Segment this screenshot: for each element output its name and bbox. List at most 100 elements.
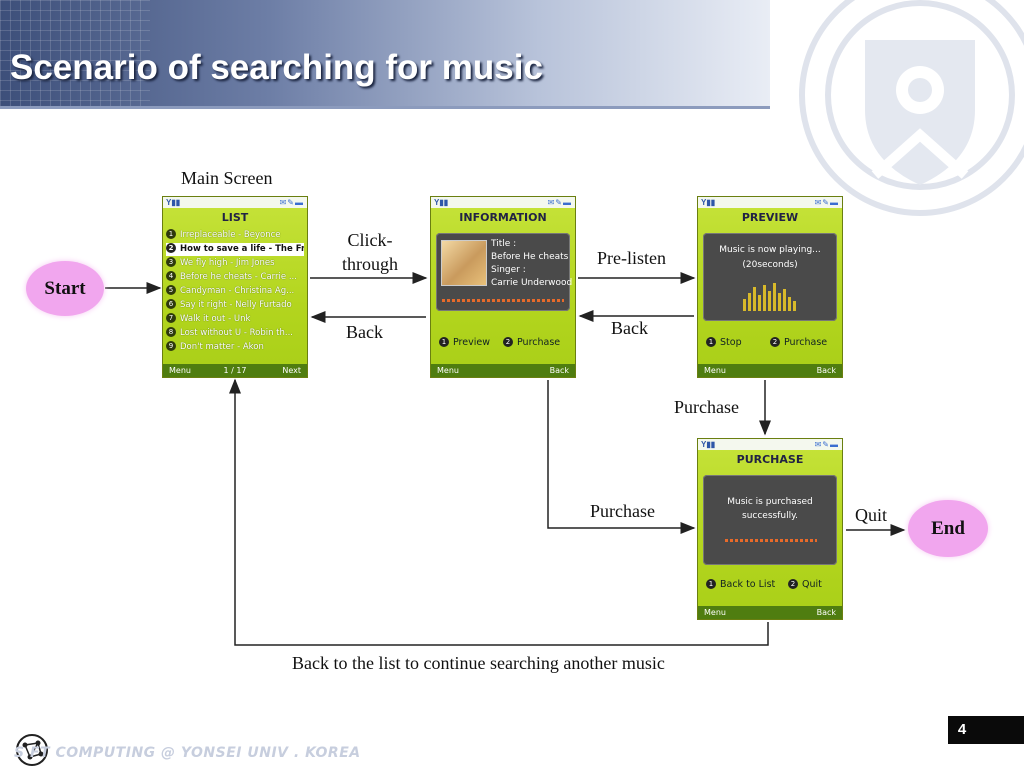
list-item[interactable]: 4 Before he cheats - Carrie ... <box>166 271 304 284</box>
back-softkey[interactable]: Back <box>816 366 836 375</box>
screen-header: LIST <box>221 211 249 224</box>
list-item[interactable]: 1 Irreplaceable - Beyonce <box>166 229 304 242</box>
info-panel: Title : Before He cheats Singer : Carrie… <box>436 233 573 311</box>
item-number-badge: 8 <box>166 327 176 337</box>
song-title: Candyman - Christina Ag... <box>180 286 295 296</box>
slide-title: Scenario of searching for music <box>10 48 543 87</box>
song-title: Irreplaceable - Beyonce <box>180 230 281 240</box>
list-item[interactable]: 6 Say it right - Nelly Furtado <box>166 299 304 312</box>
song-title: Before he cheats - Carrie ... <box>180 272 297 282</box>
album-art-image <box>441 240 487 286</box>
list-item[interactable]: 7 Walk it out - Unk <box>166 313 304 326</box>
next-softkey[interactable]: Next <box>282 366 301 375</box>
label-back-to-info: Back <box>611 318 648 338</box>
information-screen: Y▮▮ ✉✎▬ INFORMATION Title : Before He che… <box>430 196 576 378</box>
status-icons: ✉✎▬ <box>814 440 839 449</box>
signal-icon: Y▮▮ <box>701 198 716 207</box>
list-item[interactable]: 9 Don't matter - Akon <box>166 341 304 354</box>
main-screen-caption: Main Screen <box>181 168 273 188</box>
page-indicator: 1 / 17 <box>223 366 247 375</box>
page-number: 4 <box>948 716 976 744</box>
list-item[interactable]: 8 Lost without U - Robin th... <box>166 327 304 340</box>
label-quit: Quit <box>855 505 888 525</box>
end-node: End <box>908 500 988 557</box>
menu-softkey[interactable]: Menu <box>437 366 459 375</box>
menu-softkey[interactable]: Menu <box>169 366 191 375</box>
label-pre-listen: Pre-listen <box>597 248 666 268</box>
status-icons: ✉✎▬ <box>547 198 572 207</box>
softkey-bar: Menu Back <box>431 364 575 377</box>
status-bar: Y▮▮ ✉✎▬ <box>698 439 842 450</box>
singer-value: Carrie Underwood <box>491 278 573 288</box>
label-click-through-line1: Click- <box>347 230 393 250</box>
purchase-screen: Y▮▮ ✉✎▬ PURCHASE Music is purchased succe… <box>697 438 843 620</box>
signal-icon: Y▮▮ <box>166 198 181 207</box>
status-icons: ✉✎▬ <box>279 198 304 207</box>
song-title: How to save a life - The Fr... <box>180 244 304 254</box>
level-meter <box>442 299 564 302</box>
list-item[interactable]: 2 How to save a life - The Fr... <box>166 243 304 256</box>
item-number-badge: 1 <box>166 229 176 239</box>
softkey-bar: Menu Back <box>698 606 842 619</box>
title-band-grid <box>0 0 150 106</box>
playing-duration: (20seconds) <box>742 260 798 270</box>
preview-panel: Music is now playing... (20seconds) <box>703 233 837 321</box>
item-number-badge: 9 <box>166 341 176 351</box>
status-bar: Y▮▮ ✉✎▬ <box>431 197 575 208</box>
singer-label: Singer : <box>491 265 526 275</box>
back-softkey[interactable]: Back <box>816 608 836 617</box>
preview-screen: Y▮▮✉✎▬ PREVIEW Music is now playing... (… <box>697 196 843 378</box>
purchase-message-line1: Music is purchased <box>727 497 813 507</box>
song-title: Don't matter - Akon <box>180 342 264 352</box>
label-click-through-line2: through <box>342 254 398 274</box>
item-number-badge: 3 <box>166 257 176 267</box>
song-title: Walk it out - Unk <box>180 314 251 324</box>
arrow-info-to-purchase <box>547 380 696 534</box>
menu-softkey[interactable]: Menu <box>704 608 726 617</box>
equalizer-icon <box>743 283 796 311</box>
item-number-badge: 7 <box>166 313 176 323</box>
list-screen: Y▮▮ ✉✎▬ LIST 1 Irreplaceable - Beyonce 2 How… <box>162 196 308 378</box>
item-number-badge: 2 <box>166 243 176 253</box>
arrow-purchase-to-list <box>229 378 769 646</box>
status-bar: Y▮▮ ✉✎▬ <box>163 197 307 208</box>
playing-message: Music is now playing... <box>719 245 821 255</box>
title-band <box>0 0 770 106</box>
screen-header: PURCHASE <box>736 453 804 466</box>
softkey-bar: Menu Back <box>698 364 842 377</box>
song-title: Lost without U - Robin th... <box>180 328 293 338</box>
item-number-badge: 4 <box>166 271 176 281</box>
footer-text: S FT COMPUTING @ YONSEI UNIV . KOREA <box>14 745 361 761</box>
label-click-through: Click- through <box>334 228 406 276</box>
title-label: Title : <box>491 239 517 249</box>
status-icons: ✉✎▬ <box>814 198 839 207</box>
screen-header: INFORMATION <box>459 211 547 224</box>
signal-icon: Y▮▮ <box>434 198 449 207</box>
menu-softkey[interactable]: Menu <box>704 366 726 375</box>
label-back-to-list-screen: Back <box>346 322 383 342</box>
label-purchase-from-preview: Purchase <box>674 397 739 417</box>
title-value: Before He cheats <box>491 252 569 262</box>
purchase-message-line2: successfully. <box>742 511 798 521</box>
item-number-badge: 6 <box>166 299 176 309</box>
level-meter <box>725 539 817 542</box>
university-seal-icon <box>799 0 1024 216</box>
status-bar: Y▮▮ ✉✎▬ <box>698 197 842 208</box>
label-purchase-from-info: Purchase <box>590 501 655 521</box>
song-title: Say it right - Nelly Furtado <box>180 300 292 310</box>
signal-icon: Y▮▮ <box>701 440 716 449</box>
back-softkey[interactable]: Back <box>549 366 569 375</box>
title-rule <box>0 106 770 109</box>
start-node: Start <box>26 261 104 316</box>
softkey-bar: 1 / 17 Menu Next <box>163 364 307 377</box>
page-number-bar <box>976 716 1024 744</box>
